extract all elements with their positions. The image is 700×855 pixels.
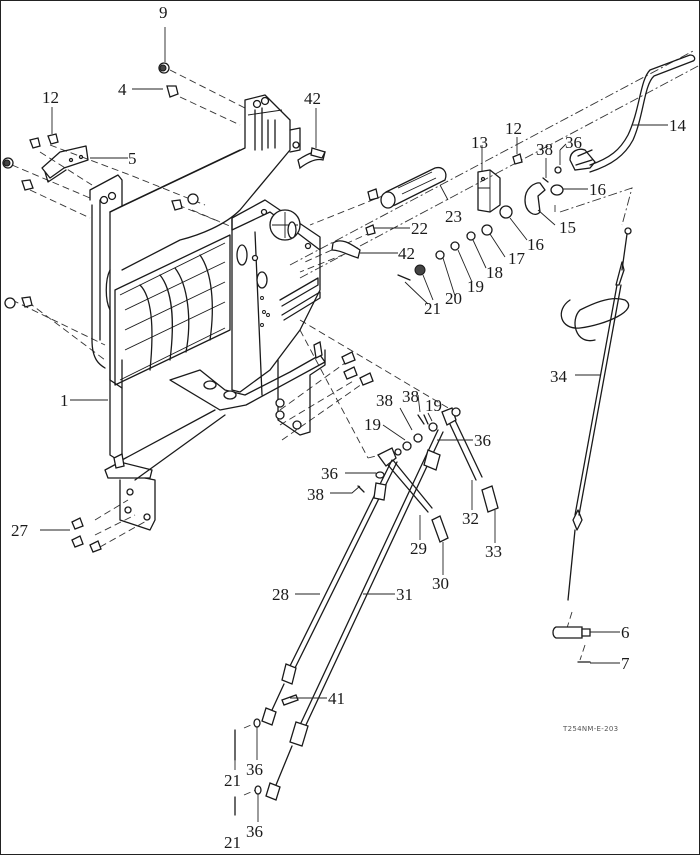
callout-1: 1	[60, 391, 69, 410]
callout-5: 5	[128, 149, 137, 168]
callout-12: 12	[505, 119, 522, 138]
callout-36: 36	[246, 760, 263, 779]
fasteners	[2, 54, 696, 553]
callout-32: 32	[462, 509, 479, 528]
figure-code: T254NM-E-203	[563, 725, 619, 733]
cable-parts-28-31	[234, 407, 499, 816]
callout-38: 38	[402, 387, 419, 406]
callout-34: 34	[550, 367, 567, 386]
callout-19: 19	[425, 396, 442, 415]
callout-21: 21	[424, 299, 441, 318]
callout-36: 36	[565, 133, 582, 152]
callout-14: 14	[669, 116, 686, 135]
callout-6: 6	[621, 623, 630, 642]
callout-19: 19	[364, 415, 381, 434]
callout-33: 33	[485, 542, 502, 561]
callout-12: 12	[42, 88, 59, 107]
callout-42: 42	[398, 244, 415, 263]
main-frame-part-1	[89, 94, 326, 531]
callout-18: 18	[486, 263, 503, 282]
callout-29: 29	[410, 539, 427, 558]
callout-20: 20	[445, 289, 462, 308]
callout-30: 30	[432, 574, 449, 593]
callout-31: 31	[396, 585, 413, 604]
callout-17: 17	[508, 249, 525, 268]
callout-21: 21	[224, 833, 241, 852]
callout-16: 16	[527, 235, 544, 254]
leader-lines	[40, 27, 668, 822]
callout-36: 36	[321, 464, 338, 483]
callout-21: 21	[224, 771, 241, 790]
callout-19: 19	[467, 277, 484, 296]
callout-7: 7	[621, 654, 630, 673]
callout-42: 42	[304, 89, 321, 108]
callout-38: 38	[307, 485, 324, 504]
callout-27: 27	[11, 521, 28, 540]
callout-4: 4	[118, 80, 127, 99]
callout-13: 13	[471, 133, 488, 152]
callout-36: 36	[246, 822, 263, 841]
callout-38: 38	[536, 140, 553, 159]
callout-41: 41	[328, 689, 345, 708]
cable-part-34	[552, 227, 632, 663]
callout-23: 23	[445, 207, 462, 226]
callout-9: 9	[159, 3, 168, 22]
callout-28: 28	[272, 585, 289, 604]
callout-38: 38	[376, 391, 393, 410]
callout-36: 36	[474, 431, 491, 450]
callout-15: 15	[559, 218, 576, 237]
callout-22: 22	[411, 219, 428, 238]
callout-16: 16	[589, 180, 606, 199]
